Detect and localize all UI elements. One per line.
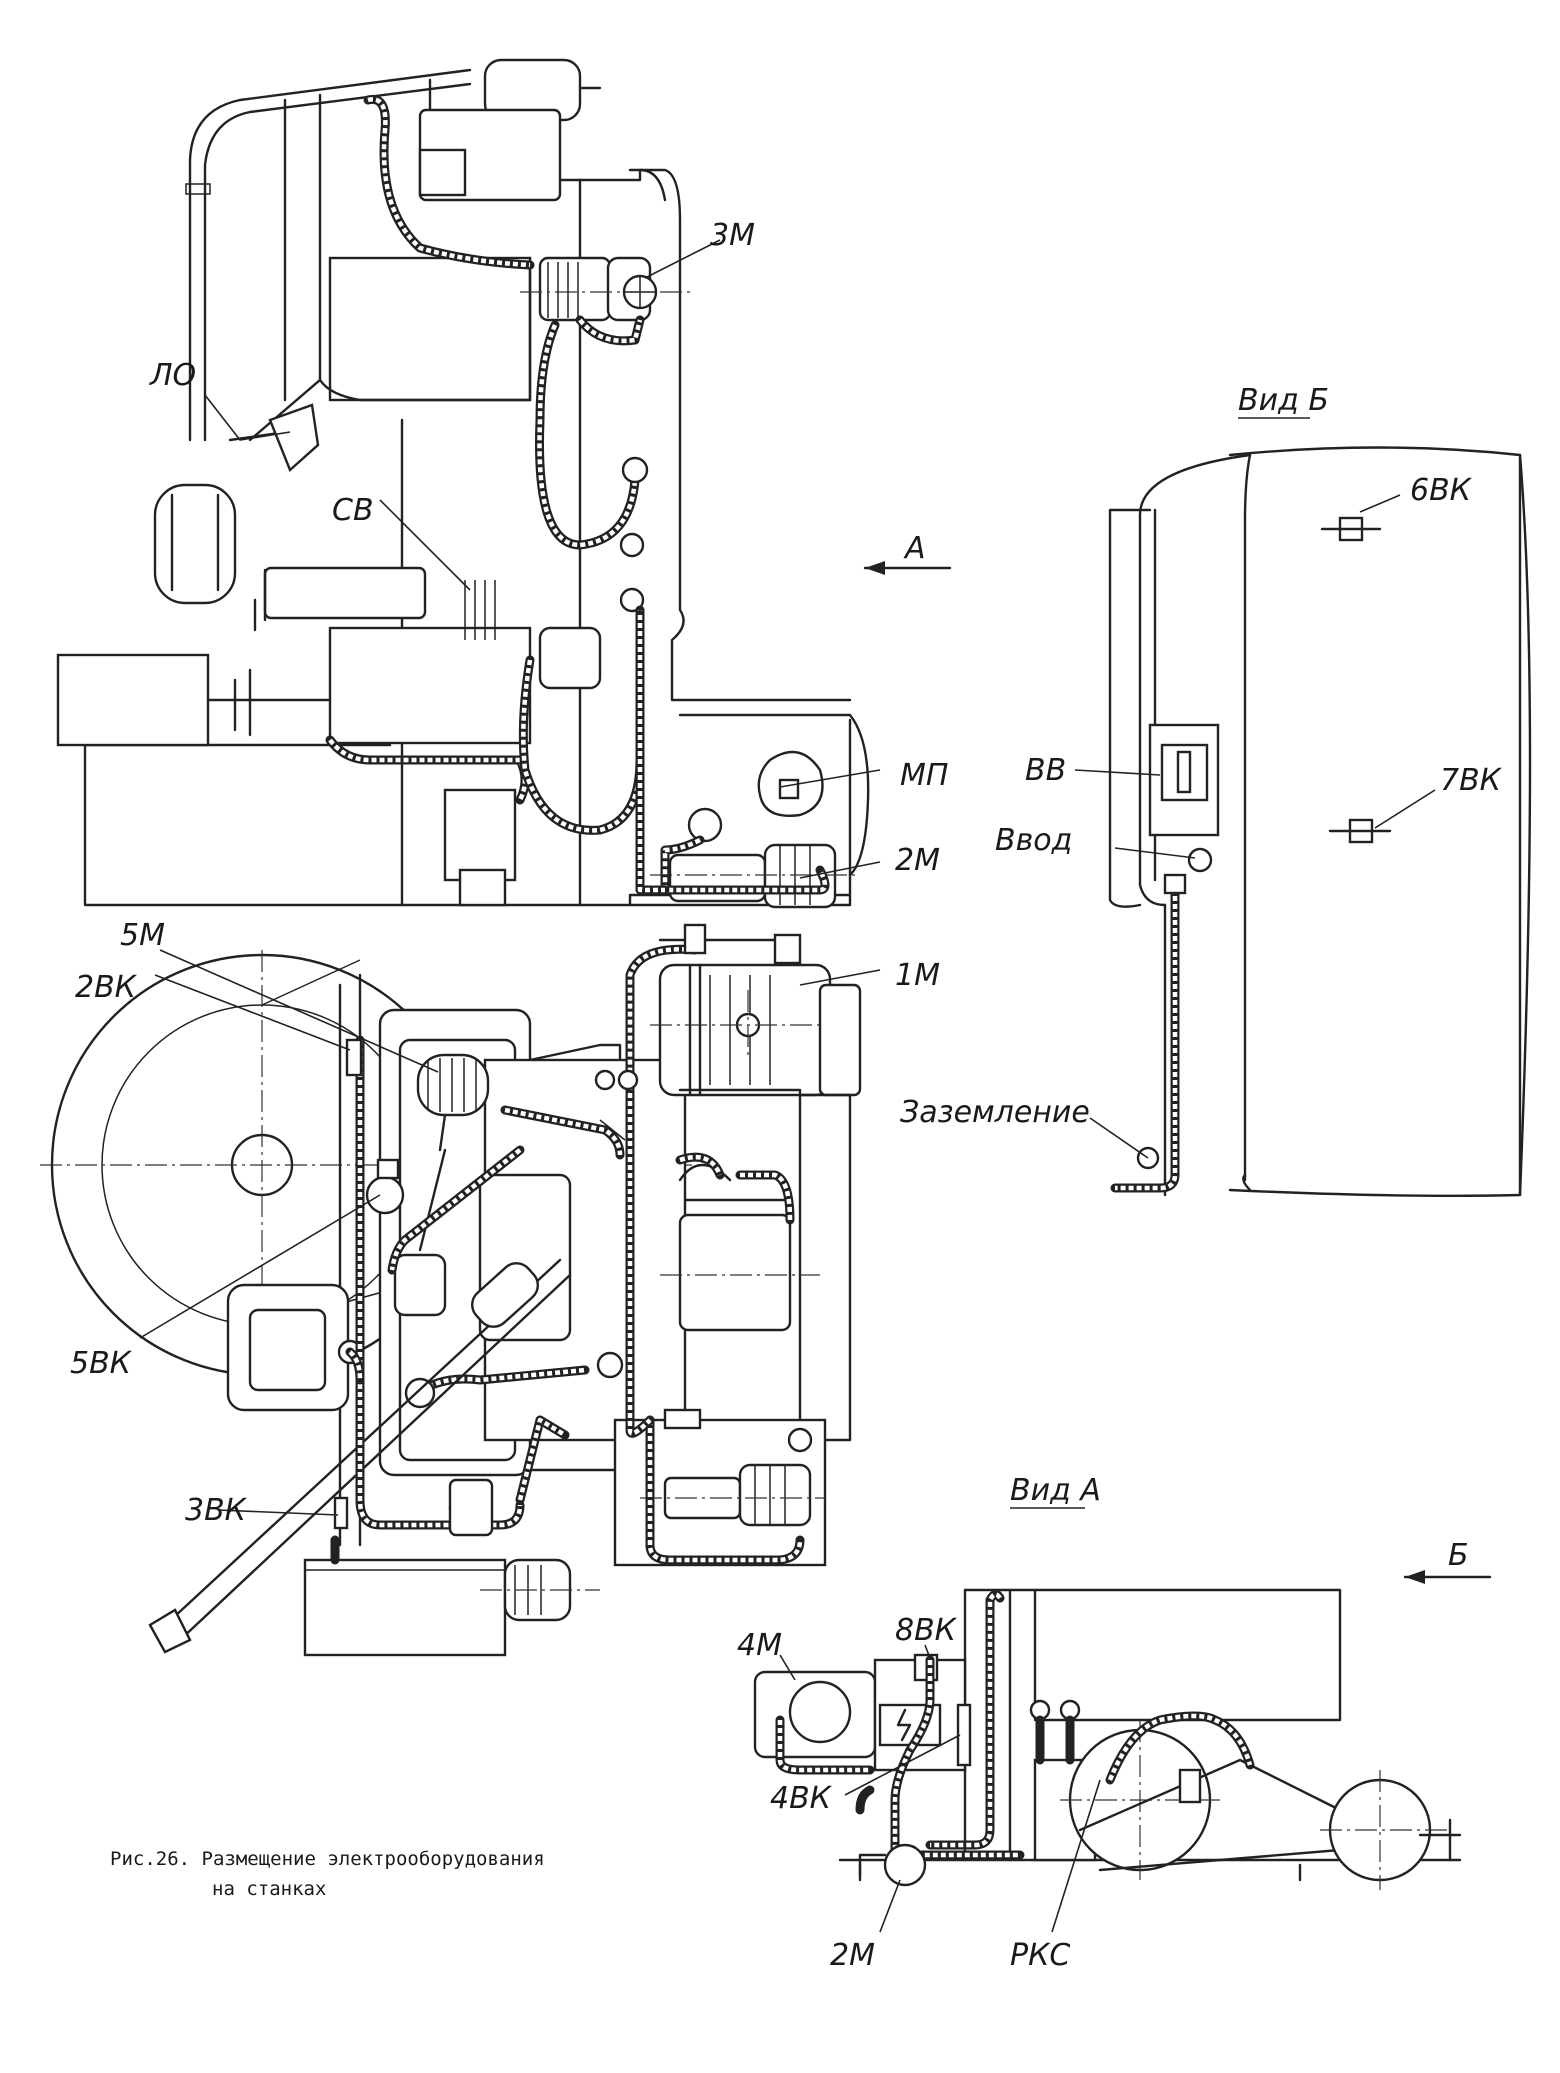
label-view-a: Вид А bbox=[1010, 1473, 1101, 1508]
label-rks: РКС bbox=[1010, 1938, 1070, 1973]
label-6vk: 6ВК bbox=[1410, 473, 1473, 508]
view-a-direction-arrow: А bbox=[863, 531, 952, 575]
label-1m: 1М bbox=[895, 958, 940, 993]
label-5m: 5М bbox=[120, 918, 165, 953]
label-vv: ВВ bbox=[1025, 753, 1066, 788]
label-7vk: 7ВК bbox=[1440, 763, 1503, 798]
figure-caption: Рис.26. Размещение электрооборудования н… bbox=[110, 1848, 545, 1900]
top-machine-elevation bbox=[56, 58, 870, 909]
caption-line-2: на станках bbox=[212, 1878, 326, 1900]
label-2vk: 2ВК bbox=[75, 970, 138, 1005]
view-a-arrow-letter: А bbox=[903, 531, 926, 566]
label-5vk: 5ВК bbox=[70, 1346, 133, 1381]
label-mp: МП bbox=[900, 758, 948, 793]
leader-lines bbox=[139, 239, 1436, 1933]
label-view-b: Вид Б bbox=[1238, 383, 1329, 418]
label-lo: ЛО bbox=[149, 358, 196, 393]
label-vvod: Ввод bbox=[995, 823, 1072, 858]
view-b-direction-arrow: Б bbox=[1403, 1538, 1492, 1584]
label-zazemlenie: Заземление bbox=[900, 1095, 1090, 1130]
label-4m: 4М bbox=[737, 1628, 782, 1663]
label-sv: СВ bbox=[332, 493, 374, 528]
caption-line-1: Рис.26. Размещение электрооборудования bbox=[110, 1848, 545, 1870]
label-2m-top: 2М bbox=[895, 843, 940, 878]
label-4vk: 4ВК bbox=[770, 1781, 833, 1816]
callout-labels: 3М ЛО СВ МП 2М 5М 2ВК 1М 5ВК 3ВК Вид Б 6… bbox=[70, 218, 1503, 1973]
view-b-arrow-letter: Б bbox=[1448, 1538, 1469, 1573]
label-2m-bottom: 2М bbox=[830, 1938, 875, 1973]
middle-machine-plan bbox=[40, 923, 862, 1657]
label-8vk: 8ВК bbox=[895, 1613, 958, 1648]
view-b-drawing bbox=[1108, 446, 1532, 1198]
label-3m: 3М bbox=[710, 218, 755, 253]
label-3vk: 3ВК bbox=[185, 1493, 248, 1528]
view-a-drawing bbox=[753, 1588, 1462, 1890]
